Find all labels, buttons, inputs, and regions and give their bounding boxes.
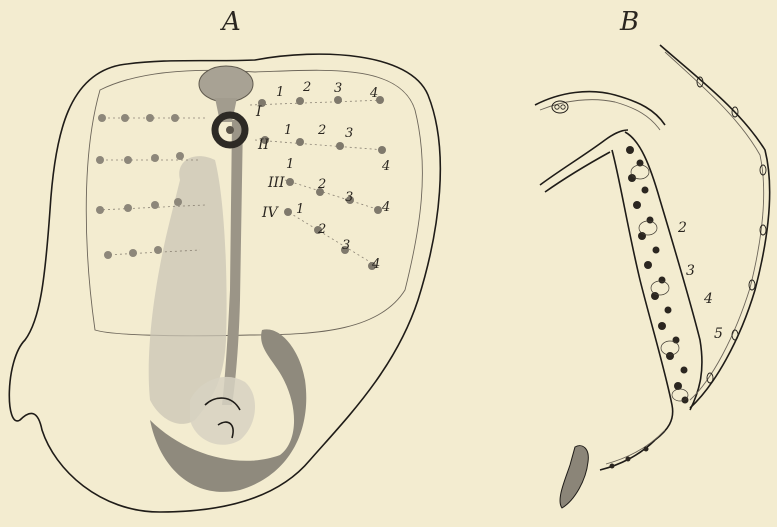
r3-n2: 2 bbox=[317, 177, 326, 192]
row-numeral-3: III bbox=[267, 175, 285, 191]
left-branch-inner bbox=[545, 152, 610, 192]
panel-a-letter: A bbox=[220, 7, 241, 37]
panel-b-letter: B bbox=[619, 7, 639, 37]
r3-n3: 3 bbox=[345, 190, 353, 205]
r3-n4: 4 bbox=[381, 200, 390, 215]
row-numeral-2: II bbox=[257, 137, 270, 153]
lower-extension bbox=[600, 440, 655, 470]
right-membrane bbox=[660, 45, 770, 408]
r4-n1: 1 bbox=[296, 202, 304, 217]
r1-n4: 4 bbox=[369, 86, 378, 101]
r4-n2: 2 bbox=[317, 222, 326, 237]
panel-a: A bbox=[9, 7, 440, 512]
r1-n1: 1 bbox=[276, 85, 284, 100]
row-numeral-4: IV bbox=[261, 205, 280, 221]
bottom-tab bbox=[560, 446, 588, 508]
lower-extension-inner bbox=[606, 430, 665, 464]
head-knob bbox=[199, 66, 253, 102]
dark-ring-center bbox=[226, 126, 234, 134]
r2-n4: 4 bbox=[381, 159, 390, 174]
r4-n4: 4 bbox=[371, 257, 380, 272]
b-label-2: 2 bbox=[677, 220, 687, 236]
b-label-3: 3 bbox=[686, 263, 695, 279]
r4-n3: 3 bbox=[342, 238, 350, 253]
cell-nucleus bbox=[561, 105, 565, 109]
panel-b: B bbox=[535, 7, 770, 508]
upper-epithelium bbox=[535, 92, 665, 125]
cell-nucleus bbox=[555, 105, 559, 109]
r3-n1: 1 bbox=[286, 157, 294, 172]
r2-n1: 1 bbox=[284, 123, 292, 138]
inner-membrane bbox=[86, 70, 422, 336]
r1-n2: 2 bbox=[302, 80, 311, 95]
row-numeral-1: I bbox=[255, 104, 262, 120]
r2-n2: 2 bbox=[317, 123, 326, 138]
r1-n3: 3 bbox=[334, 81, 342, 96]
b-label-5: 5 bbox=[714, 326, 723, 342]
r2-n3: 3 bbox=[345, 126, 353, 141]
cellular-band-nuclei bbox=[626, 146, 689, 404]
left-branch-outer bbox=[540, 130, 628, 185]
cellular-band-inner bbox=[612, 150, 673, 440]
b-label-4: 4 bbox=[703, 291, 713, 307]
